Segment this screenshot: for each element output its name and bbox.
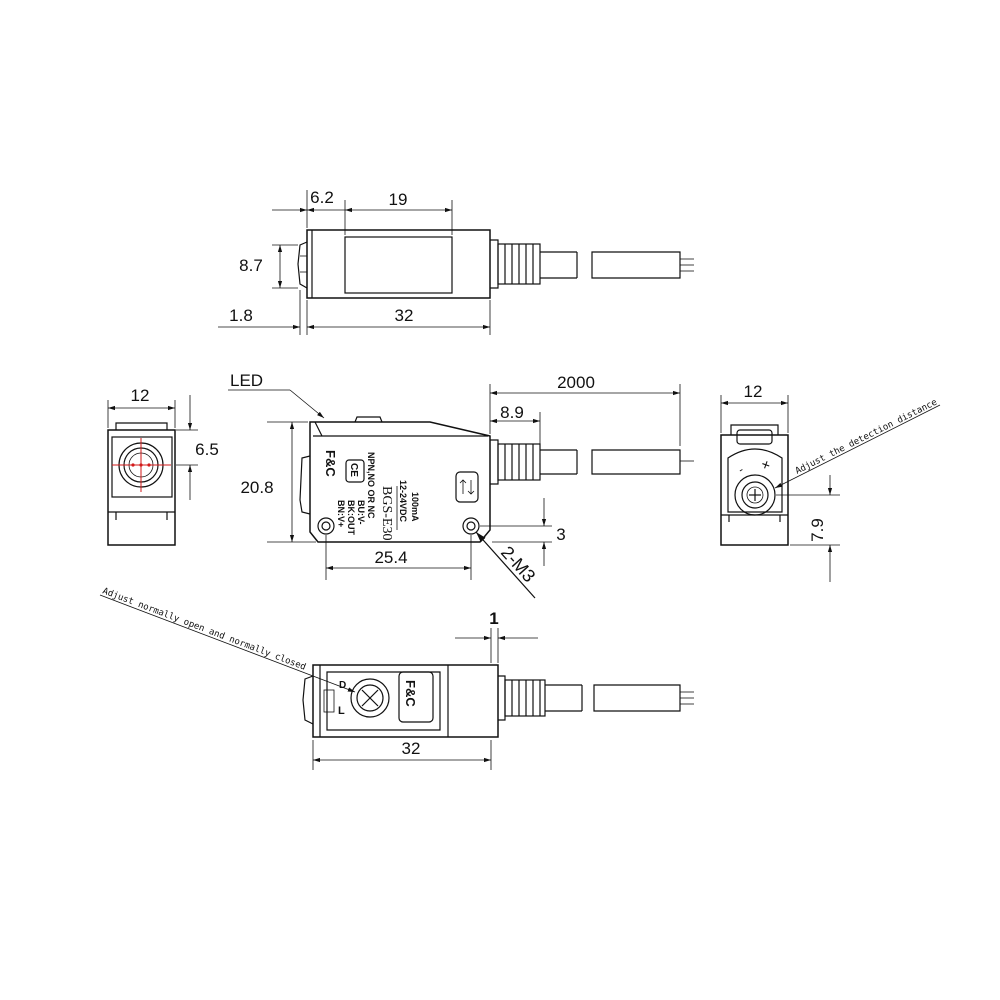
bottom-view-strain-relief <box>504 679 546 717</box>
bottom-brand-logo: F&C <box>403 680 418 707</box>
brand-logo: F&C <box>323 450 338 477</box>
led-label: LED <box>230 371 263 390</box>
side-view-cable-end <box>591 449 681 475</box>
mode-knob <box>350 678 390 718</box>
dim-top-lens-offset: 1.8 <box>229 306 253 325</box>
knob-minus: - <box>736 462 746 476</box>
bottom-view: L D F&C Adjust normally open and normall… <box>99 586 694 770</box>
rear-view: - + Adjust the detection distance 12 7.9 <box>720 382 941 582</box>
bottom-view-cable <box>545 684 583 712</box>
dim-side-height: 20.8 <box>240 478 273 497</box>
dim-top-front-offset: 6.2 <box>310 188 334 207</box>
dim-top-height: 8.7 <box>239 256 263 275</box>
dim-cable-length: 2000 <box>557 373 595 392</box>
bottom-view-lens <box>302 675 314 725</box>
ce-mark-box <box>345 459 365 483</box>
dim-top-length: 32 <box>395 306 414 325</box>
wire-blue: BU:V- <box>356 500 366 525</box>
adjust-distance-note: Adjust the detection distance <box>794 398 939 477</box>
side-view-cable <box>540 449 578 475</box>
knob-dark-on: D <box>339 680 346 691</box>
mount-hole-right <box>462 517 480 535</box>
side-view: F&C CE BN:V+ BK:OUT BU:V- NPN,NO OR NC B… <box>228 371 694 599</box>
wire-black: BK:OUT <box>346 500 356 535</box>
dim-bottom-offset: 1 <box>489 609 498 628</box>
top-view-strain-relief <box>497 243 541 285</box>
front-view: 12 6.5 <box>107 386 219 546</box>
dim-bottom-length: 32 <box>402 739 421 758</box>
current: 100mA <box>410 492 420 522</box>
dim-front-width: 12 <box>131 386 150 405</box>
dim-side-hole-spacing: 25.4 <box>374 548 407 567</box>
top-view-window <box>344 236 453 294</box>
top-view-lens <box>297 241 308 289</box>
adjust-mode-note: Adjust normally open and normally closed <box>101 586 307 672</box>
bottom-view-body <box>312 664 499 738</box>
dim-rear-width: 12 <box>744 382 763 401</box>
output-type: NPN,NO OR NC <box>366 452 376 519</box>
dim-top-window-width: 19 <box>389 190 408 209</box>
mount-hole-left <box>317 517 335 535</box>
top-view: 6.2 19 8.7 1.8 32 <box>218 188 694 335</box>
dim-front-lens-height: 6.5 <box>195 440 219 459</box>
knob-light-on: L <box>338 705 345 717</box>
dim-side-hole-offset: 3 <box>556 525 565 544</box>
voltage: 12-24VDC <box>398 480 408 523</box>
mode-switch-icon <box>455 471 479 503</box>
bottom-view-cable-end <box>593 684 681 712</box>
distance-knob <box>734 474 776 516</box>
side-view-lens <box>299 455 311 515</box>
wire-brown: BN:V+ <box>336 500 346 527</box>
model-number: BGS-E30 <box>379 486 394 540</box>
dim-side-cable-offset: 8.9 <box>500 403 524 422</box>
top-view-cable-end <box>591 251 681 279</box>
side-view-strain-relief <box>497 443 541 481</box>
ce-mark: CE <box>348 463 359 477</box>
top-view-cable <box>540 251 578 279</box>
top-view-body <box>306 229 491 299</box>
dim-rear-knob-height: 7.9 <box>808 518 827 542</box>
bottom-brand-plate <box>398 671 434 723</box>
